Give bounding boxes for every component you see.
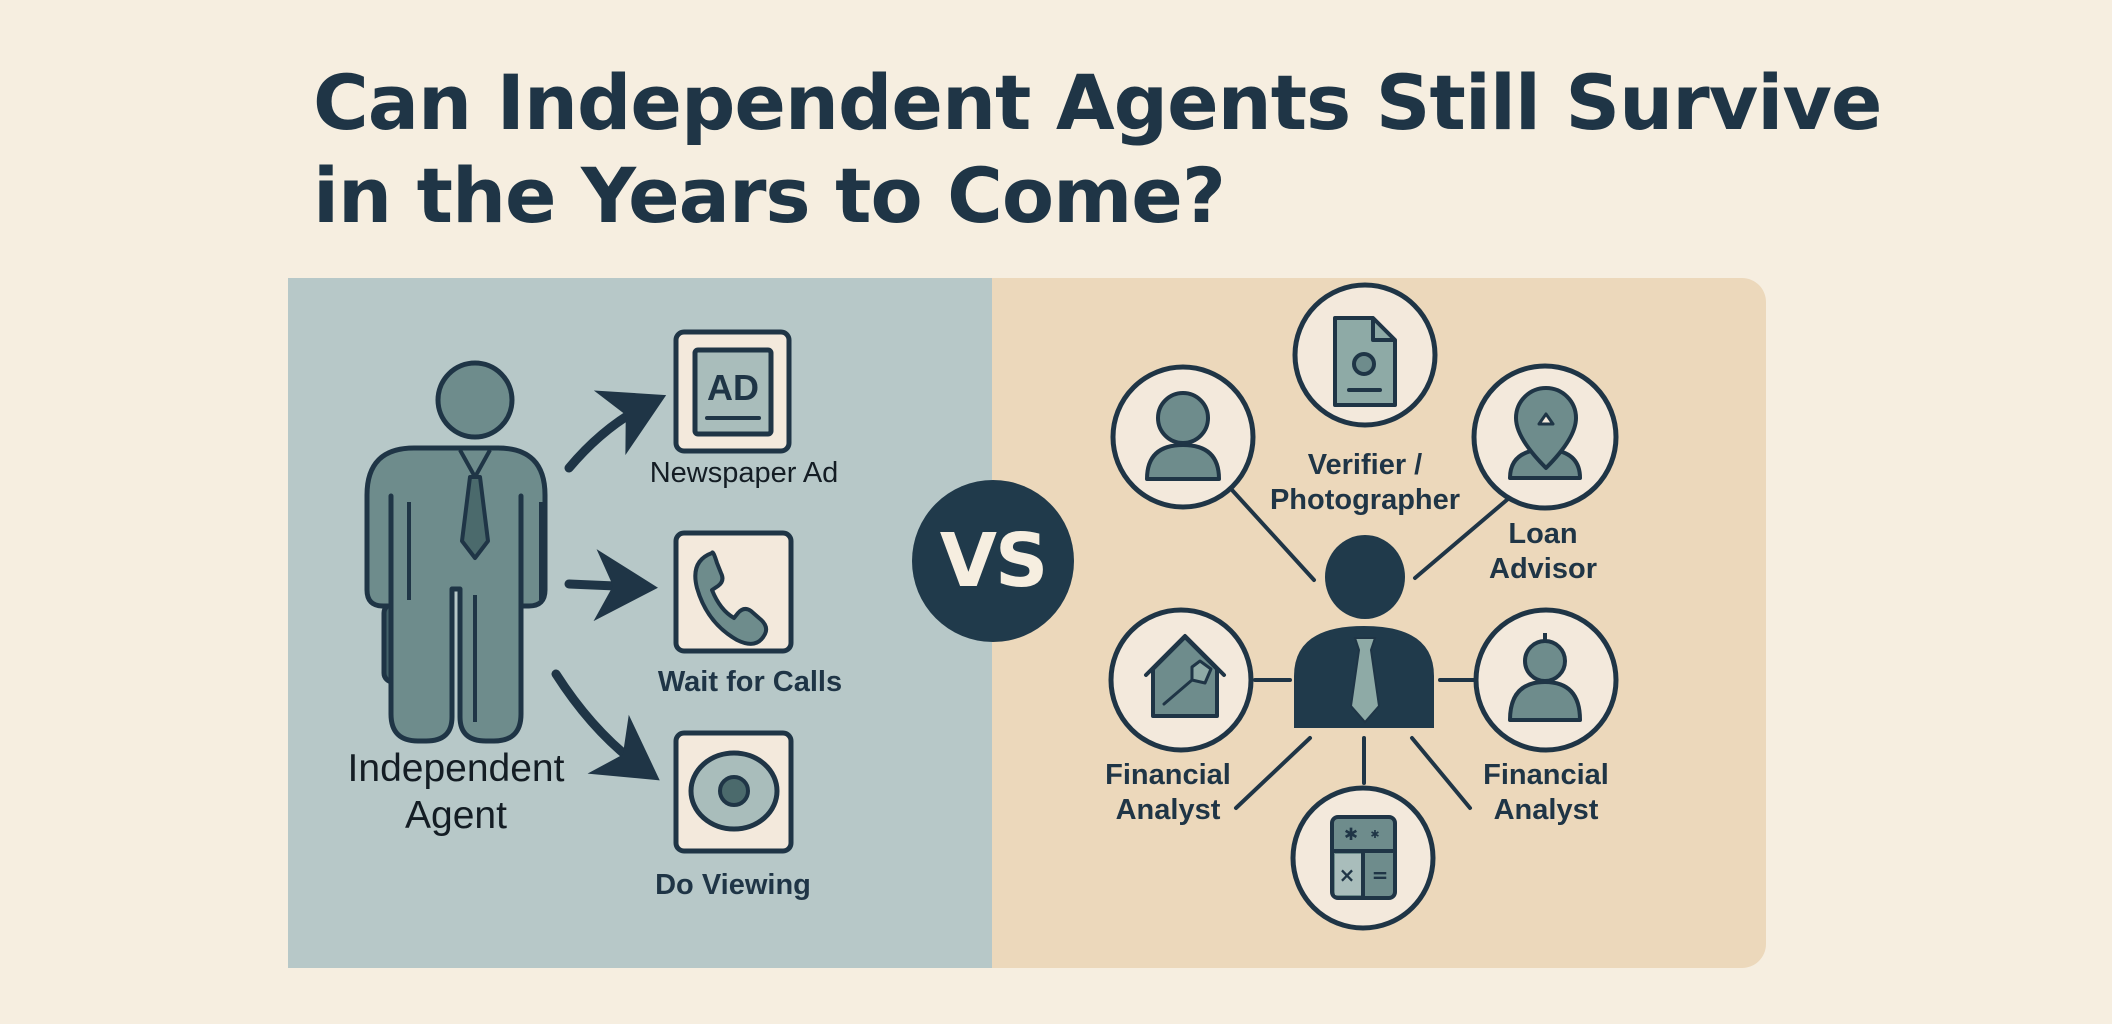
independent-agent-panel: [288, 278, 992, 968]
vs-badge: VS: [912, 480, 1074, 642]
node-label-loan-advisor: Loan Advisor: [1489, 518, 1597, 585]
node-label-financial-analyst-right: Financial Analyst: [1483, 759, 1609, 826]
step-label-wait-for-calls: Wait for Calls: [657, 666, 843, 698]
team-model-panel: [992, 278, 1766, 968]
step-label-do-viewing: Do Viewing: [655, 869, 811, 901]
node-label-verifier-photographer: Verifier / Photographer: [1269, 449, 1461, 516]
node-label-financial-analyst-left: Financial Analyst: [1105, 759, 1231, 826]
step-label-newspaper-ad: Newspaper Ad: [649, 457, 839, 489]
independent-agent-label: Independent Agent: [347, 747, 565, 837]
page-title: Can Independent Agents Still Survive in …: [313, 58, 1882, 240]
